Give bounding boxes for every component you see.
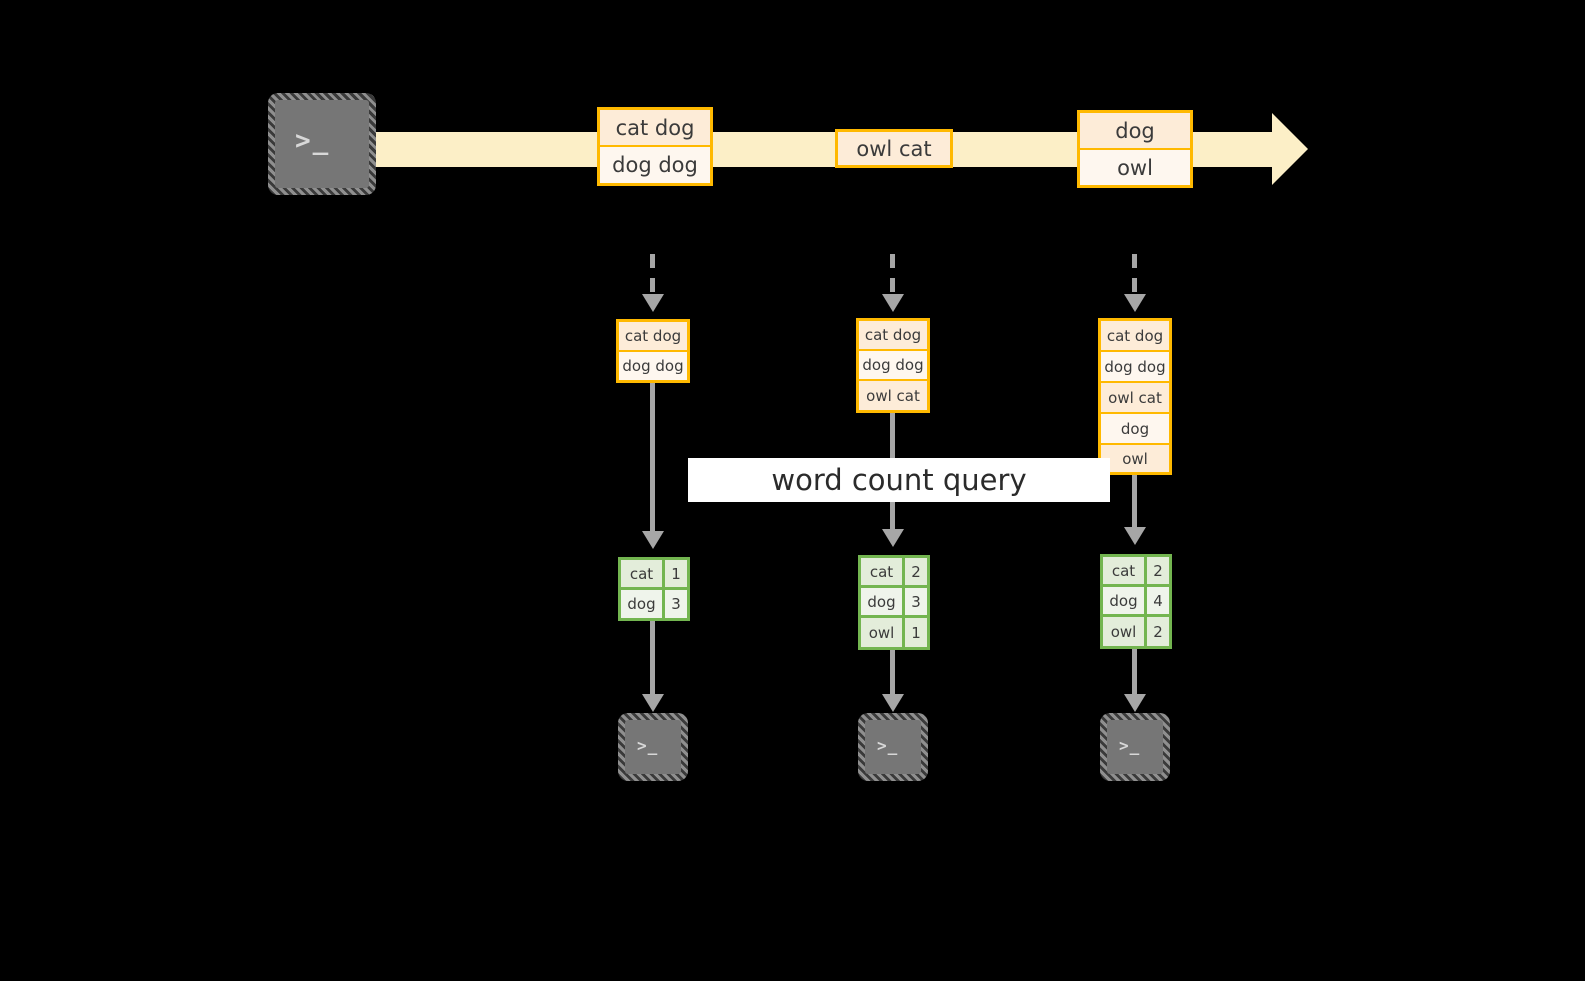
snapshot-dashed-connector: [890, 254, 895, 294]
snapshot-line: cat dog: [859, 321, 927, 351]
snapshot-line: dog dog: [859, 351, 927, 381]
result-word: dog: [621, 590, 665, 618]
result-word: cat: [621, 560, 665, 587]
result-table[interactable]: cat 1 dog 3: [618, 557, 690, 621]
terminal-prompt-glyph: >_: [295, 126, 331, 156]
result-count: 3: [905, 588, 927, 615]
stream-event-line: owl: [1080, 150, 1190, 185]
terminal-prompt-glyph: >_: [1119, 736, 1141, 755]
result-count: 2: [905, 558, 927, 585]
snapshot-line: owl: [1101, 445, 1169, 472]
query-connector: [1132, 475, 1137, 527]
result-row: cat 1: [621, 560, 687, 590]
result-word: owl: [1103, 617, 1147, 646]
snapshot-arrowhead: [882, 294, 904, 312]
stream-arrowhead: [1272, 113, 1308, 185]
result-word: owl: [861, 618, 905, 647]
sink-connector: [650, 621, 655, 694]
terminal-prompt-glyph: >_: [877, 736, 899, 755]
snapshot-arrowhead: [642, 294, 664, 312]
result-count: 1: [905, 618, 927, 647]
result-count: 1: [665, 560, 687, 587]
query-label-text: word count query: [771, 463, 1027, 497]
sink-terminal-icon[interactable]: >_: [1100, 713, 1170, 781]
result-row: dog 3: [861, 588, 927, 618]
result-word: cat: [1103, 557, 1147, 584]
result-row: cat 2: [861, 558, 927, 588]
terminal-prompt-glyph: >_: [637, 736, 659, 755]
sink-terminal-icon[interactable]: >_: [858, 713, 928, 781]
result-word: cat: [861, 558, 905, 585]
result-count: 4: [1147, 587, 1169, 614]
snapshot-box[interactable]: cat dog dog dog owl cat: [856, 318, 930, 413]
result-row: cat 2: [1103, 557, 1169, 587]
result-row: owl 1: [861, 618, 927, 647]
result-row: dog 4: [1103, 587, 1169, 617]
snapshot-dashed-connector: [650, 254, 655, 294]
sink-terminal-icon[interactable]: >_: [618, 713, 688, 781]
stream-event-box[interactable]: cat dog dog dog: [597, 107, 713, 186]
result-count: 3: [665, 590, 687, 618]
result-word: dog: [861, 588, 905, 615]
snapshot-line: cat dog: [619, 322, 687, 352]
snapshot-line: owl cat: [859, 381, 927, 410]
snapshot-line: cat dog: [1101, 321, 1169, 352]
sink-connector: [1132, 649, 1137, 694]
snapshot-box[interactable]: cat dog dog dog: [616, 319, 690, 383]
query-arrowhead: [882, 529, 904, 547]
query-label: [688, 458, 1110, 502]
result-word: dog: [1103, 587, 1147, 614]
query-arrowhead: [1124, 527, 1146, 545]
snapshot-line: dog dog: [619, 352, 687, 380]
stream-event-box[interactable]: owl cat: [835, 129, 953, 168]
sink-connector: [890, 650, 895, 694]
snapshot-arrowhead: [1124, 294, 1146, 312]
source-terminal-icon[interactable]: >_: [268, 93, 376, 195]
snapshot-line: dog: [1101, 414, 1169, 445]
result-row: owl 2: [1103, 617, 1169, 646]
query-arrowhead: [642, 531, 664, 549]
snapshot-box[interactable]: cat dog dog dog owl cat dog owl: [1098, 318, 1172, 475]
snapshot-line: owl cat: [1101, 383, 1169, 414]
sink-arrowhead: [882, 694, 904, 712]
snapshot-line: dog dog: [1101, 352, 1169, 383]
query-connector: [650, 383, 655, 531]
result-count: 2: [1147, 557, 1169, 584]
stream-event-line: cat dog: [600, 110, 710, 147]
stream-event-line: dog: [1080, 113, 1190, 150]
snapshot-dashed-connector: [1132, 254, 1137, 294]
sink-arrowhead: [1124, 694, 1146, 712]
stream-event-line: dog dog: [600, 147, 710, 183]
result-table[interactable]: cat 2 dog 3 owl 1: [858, 555, 930, 650]
stream-event-box[interactable]: dog owl: [1077, 110, 1193, 188]
result-row: dog 3: [621, 590, 687, 618]
result-table[interactable]: cat 2 dog 4 owl 2: [1100, 554, 1172, 649]
stream-event-line: owl cat: [838, 132, 950, 165]
sink-arrowhead: [642, 694, 664, 712]
result-count: 2: [1147, 617, 1169, 646]
